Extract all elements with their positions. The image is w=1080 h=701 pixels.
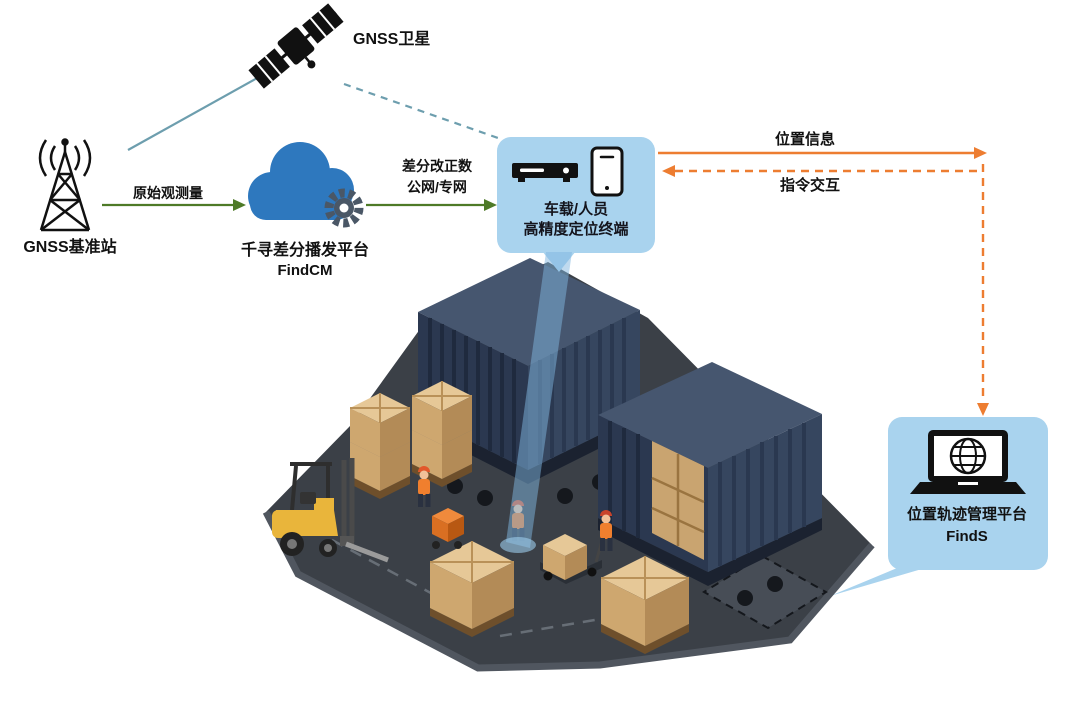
position-info-label: 位置信息 [774,131,835,148]
forklift [272,458,389,563]
pallet-jack [540,533,606,584]
cloud-platform-name: 千寻差分播发平台 [240,242,369,259]
crate [601,556,689,654]
hand-cart-load [432,508,464,549]
worker [418,466,431,507]
command-arrowhead [662,165,675,177]
positioning-beam [506,252,572,548]
crate [430,541,514,637]
management-name: 位置轨迹管理平台 [906,506,1027,523]
base-station-label: GNSS基准站 [23,239,117,256]
management-box-tail [830,566,932,596]
satellite-to-station-link [127,71,269,151]
gear-icon [324,188,364,228]
terminal-label-1: 车载/人员 [543,201,609,218]
management-product: FindS [946,528,988,545]
marked-zone [702,554,828,630]
platform-edge [262,510,875,672]
cloud-platform-product: FindCM [277,262,333,279]
command-label: 指令交互 [779,177,840,194]
satellite-to-terminal-link [343,82,499,140]
raw-observation-arrowhead [233,199,246,211]
correction-arrowhead [484,199,497,211]
smartphone-icon [590,146,624,197]
warehouse-scene [262,251,875,672]
shipping-container-front [598,362,822,608]
position-info-down-arrowhead [977,403,989,416]
correction-label-1: 差分改正数 [402,158,472,174]
satellite-label: GNSS卫星 [353,31,431,48]
position-info-arrowhead [974,147,987,159]
terminal-label-2: 高精度定位终端 [523,221,629,238]
signal-tower-icon [38,138,92,232]
pallet-stack [412,381,472,487]
raw-observation-label: 原始观测量 [133,185,203,201]
worker [600,510,613,551]
correction-label-2: 公网/专网 [407,179,467,195]
receiver-box-icon [512,163,578,182]
shipping-container-back [418,258,640,506]
satellite-icon [248,3,344,89]
beam-ground-glow [500,537,536,553]
laptop-globe-icon [910,430,1026,494]
pallet-stack [350,393,410,499]
cloud-gear-icon [248,142,364,228]
